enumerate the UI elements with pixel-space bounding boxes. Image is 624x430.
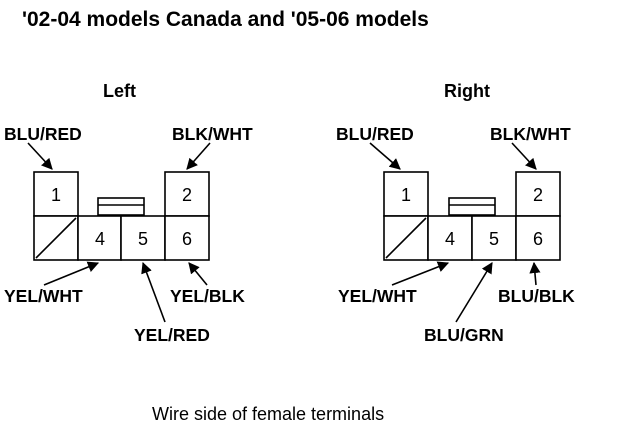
right-wire-5-label: BLU/GRN <box>424 325 504 345</box>
left-pin-6: 6 <box>182 229 192 249</box>
left-pin-4: 4 <box>95 229 105 249</box>
left-cell-4 <box>77 215 122 261</box>
left-cell-2 <box>164 171 210 217</box>
left-arrow-2 <box>186 142 211 170</box>
right-wire-6-label: BLU/BLK <box>498 286 575 306</box>
left-pin-1: 1 <box>51 185 61 205</box>
right-cell-blank-slash <box>385 217 427 259</box>
left-wire-1-label: BLU/RED <box>4 124 82 144</box>
caption: Wire side of female terminals <box>152 404 384 424</box>
left-lock-tab <box>97 197 145 216</box>
left-cell-6 <box>164 215 210 261</box>
right-pin-4: 4 <box>445 229 455 249</box>
left-wire-6-label: YEL/BLK <box>170 286 245 306</box>
right-wire-2-label: BLK/WHT <box>490 124 571 144</box>
right-arrow-1 <box>369 142 401 170</box>
right-arrow-4 <box>391 261 450 286</box>
left-wire-4-label: YEL/WHT <box>4 286 83 306</box>
left-wire-2-label: BLK/WHT <box>172 124 253 144</box>
right-arrow-2 <box>511 142 537 170</box>
left-label: Left <box>103 81 136 101</box>
left-arrow-4 <box>43 261 100 286</box>
right-cell-1 <box>383 171 429 217</box>
left-cell-blank-slash <box>35 217 77 259</box>
right-pin-6: 6 <box>533 229 543 249</box>
left-pin-5: 5 <box>138 229 148 249</box>
right-pin-5: 5 <box>489 229 499 249</box>
right-lock-tab <box>448 197 496 216</box>
right-cell-4 <box>427 215 473 261</box>
left-pin-2: 2 <box>182 185 192 205</box>
right-wire-4-label: YEL/WHT <box>338 286 417 306</box>
left-wire-5-label: YEL/RED <box>134 325 210 345</box>
right-connector: Right 1 2 4 5 6 BLU/RED BLK/WHT YEL/WHT … <box>336 81 575 345</box>
right-label: Right <box>444 81 490 101</box>
right-arrow-6 <box>529 261 541 286</box>
left-arrow-5 <box>141 261 166 323</box>
left-arrow-1 <box>27 142 53 170</box>
right-cell-6 <box>515 215 561 261</box>
right-arrow-5 <box>455 262 493 323</box>
right-pin-2: 2 <box>533 185 543 205</box>
right-cell-5 <box>471 215 517 261</box>
left-connector: Left 1 2 4 5 6 BLU/RED BLK/WHT YEL/WHT Y… <box>4 81 253 345</box>
right-pin-1: 1 <box>401 185 411 205</box>
left-arrow-6 <box>188 262 208 286</box>
right-cell-2 <box>515 171 561 217</box>
diagram-title: '02-04 models Canada and '05-06 models <box>22 8 429 31</box>
right-wire-1-label: BLU/RED <box>336 124 414 144</box>
